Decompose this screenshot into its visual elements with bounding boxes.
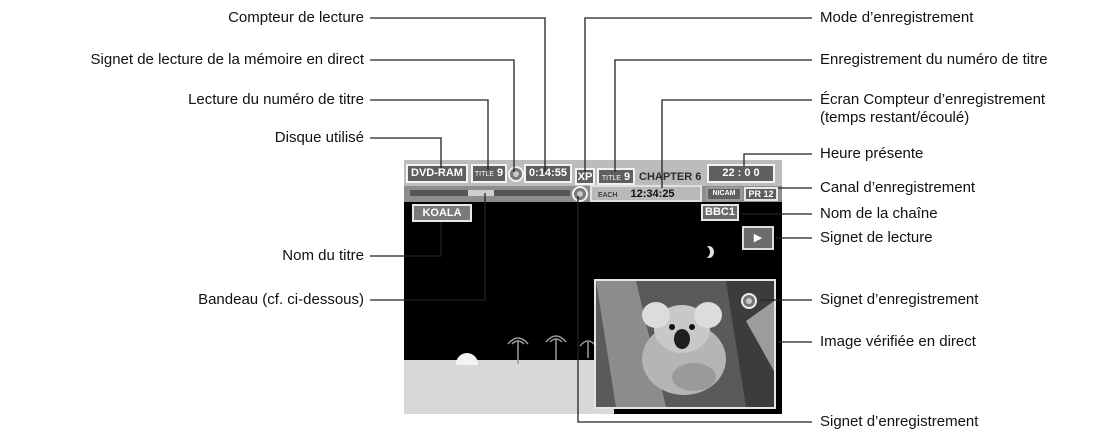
play-marker-icon: ▶ <box>742 226 774 250</box>
rec-channel: PR 12 <box>744 187 778 201</box>
callout-enr-titre: Enregistrement du numéro de titre <box>820 51 1048 68</box>
rec-title-value: 9 <box>624 171 631 183</box>
title-name: KOALA <box>412 204 472 222</box>
moon-icon <box>700 246 710 258</box>
disc-indicator: DVD-RAM <box>406 164 468 183</box>
rec-title-number: TITLE 9 <box>597 168 635 185</box>
sun-icon <box>456 353 478 365</box>
bandeau-position <box>468 190 494 196</box>
callout-image-verif: Image vérifiée en direct <box>820 333 976 350</box>
callout-ecran-compteur: Écran Compteur d’enregistrement (temps r… <box>820 91 1046 126</box>
play-title-value: 9 <box>497 167 504 179</box>
rec-marker-top-icon <box>572 186 588 202</box>
callout-signet-memoire: Signet de lecture de la mémoire en direc… <box>90 51 364 68</box>
rec-counter-value: 12:34:25 <box>630 188 675 200</box>
present-time: 22 : 0 0 <box>707 164 775 183</box>
callout-heure: Heure présente <box>820 145 924 162</box>
callout-lecture-titre: Lecture du numéro de titre <box>188 91 364 108</box>
chapter-indicator: CHAPTER 67 <box>637 168 703 185</box>
tv-screen: DVD-RAM TITLE 9 0:14:55 XP TITLE 9 CHAPT… <box>404 160 782 414</box>
callout-canal: Canal d’enregistrement <box>820 179 976 196</box>
callout-signet-lecture: Signet de lecture <box>820 229 933 246</box>
callout-nom-titre: Nom du titre <box>282 247 364 264</box>
rec-counter-panel: EACH 12:34:25 <box>590 185 702 202</box>
play-title-prefix: TITLE <box>474 171 494 178</box>
nicam-indicator: NICAM <box>706 187 742 201</box>
play-title-number: TITLE 9 <box>471 164 507 183</box>
callout-chaine: Nom de la chaîne <box>820 205 938 222</box>
callout-disque: Disque utilisé <box>274 129 364 146</box>
counter-mode: EACH <box>598 192 618 199</box>
station-name: BBC1 <box>701 204 739 221</box>
callout-bandeau: Bandeau (cf. ci-dessous) <box>198 291 364 308</box>
palm-trees <box>507 335 597 364</box>
callout-compteur: Compteur de lecture <box>228 9 364 26</box>
callout-signet-enr-1: Signet d’enregistrement <box>820 291 979 308</box>
callout-signet-enr-2: Signet d’enregistrement <box>820 413 979 430</box>
callout-mode-enr: Mode d’enregistrement <box>820 9 974 26</box>
rec-mode: XP <box>575 168 595 185</box>
live-memory-play-marker-icon <box>508 166 524 182</box>
play-counter: 0:14:55 <box>524 164 572 183</box>
rec-title-prefix: TITLE <box>601 175 621 182</box>
rec-marker-preview-icon <box>741 293 757 309</box>
